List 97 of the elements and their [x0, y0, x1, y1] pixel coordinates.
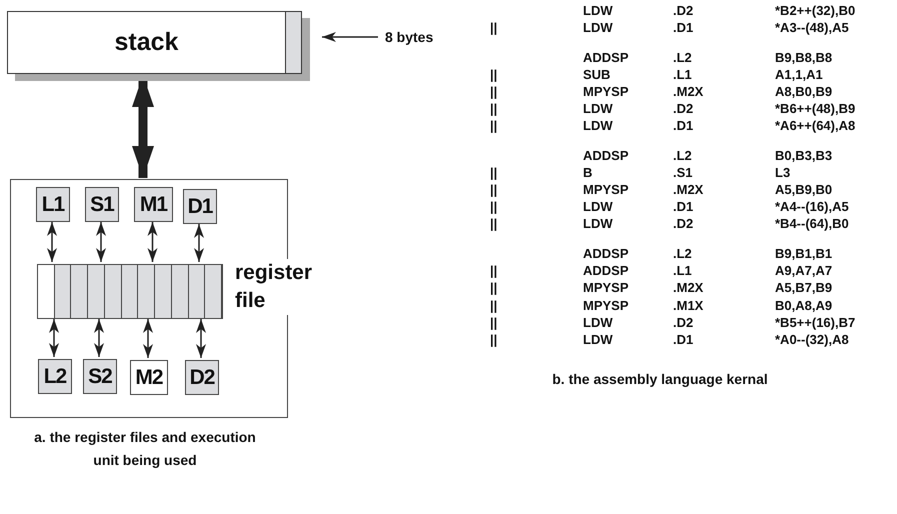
code-text: *B4--(64),B0 — [775, 216, 849, 232]
unit-label: L2 — [44, 364, 66, 388]
code-text: *A4--(16),A5 — [775, 199, 849, 215]
parallel-marker: || — [490, 332, 498, 348]
code-text: ADDSP — [583, 50, 629, 66]
functional-unit-box — [183, 189, 217, 224]
parallel-marker: || — [490, 165, 498, 181]
code-text: MPYSP — [583, 298, 629, 314]
code-text: B — [583, 165, 592, 181]
functional-unit-box — [130, 360, 168, 395]
code-text: .L1 — [673, 263, 692, 279]
code-text: .D2 — [673, 101, 694, 117]
parallel-marker: || — [490, 199, 498, 215]
unit-label: S2 — [88, 364, 112, 388]
code-text: LDW — [583, 118, 613, 134]
code-text: .L2 — [673, 148, 692, 164]
unit-label: M2 — [135, 366, 163, 390]
unit-label: D2 — [190, 366, 214, 390]
code-text: .D2 — [673, 216, 694, 232]
parallel-marker: || — [490, 67, 498, 83]
code-text: .L2 — [673, 50, 692, 66]
arrow — [47, 222, 57, 262]
code-text: MPYSP — [583, 280, 629, 296]
code-text: LDW — [583, 199, 613, 215]
parallel-marker: || — [490, 216, 498, 232]
code-text: B9,B1,B1 — [775, 246, 832, 262]
arrow — [148, 222, 158, 262]
code-text: .M2X — [673, 182, 704, 198]
code-text: .L2 — [673, 246, 692, 262]
functional-unit-box — [85, 187, 119, 222]
figure-caption: a. the register files and execution unit being used — [33, 428, 257, 470]
code-text: *A3--(48),A5 — [775, 20, 849, 36]
arrow — [49, 319, 59, 357]
arrow — [194, 224, 204, 262]
code-text: LDW — [583, 3, 613, 19]
arrow — [322, 32, 378, 42]
figure-caption: b. the assembly language kernal — [551, 370, 769, 389]
code-text: ADDSP — [583, 263, 629, 279]
arrow — [143, 319, 153, 358]
code-text: *B6++(48),B9 — [775, 101, 856, 117]
code-text: A9,A7,A7 — [775, 263, 832, 279]
parallel-marker: || — [490, 84, 498, 100]
code-text: *B2++(32),B0 — [775, 3, 856, 19]
code-text: .M2X — [673, 280, 704, 296]
functional-unit-box — [134, 187, 173, 222]
code-text: LDW — [583, 216, 613, 232]
code-text: .M2X — [673, 84, 704, 100]
code-text: MPYSP — [583, 182, 629, 198]
code-text: .D1 — [673, 199, 694, 215]
code-text: .S1 — [673, 165, 693, 181]
code-text: A1,1,A1 — [775, 67, 823, 83]
code-text: .M1X — [673, 298, 704, 314]
parallel-marker: || — [490, 101, 498, 117]
functional-unit-box — [36, 187, 70, 222]
unit-label: stack — [114, 28, 178, 57]
code-text: A5,B9,B0 — [775, 182, 832, 198]
code-text: SUB — [583, 67, 610, 83]
code-text: LDW — [583, 101, 613, 117]
code-text: B0,A8,A9 — [775, 298, 832, 314]
code-text: MPYSP — [583, 84, 629, 100]
parallel-marker: || — [490, 182, 498, 198]
code-text: LDW — [583, 20, 613, 36]
parallel-marker: || — [490, 315, 498, 331]
functional-unit-box — [83, 359, 117, 394]
code-text: B0,B3,B3 — [775, 148, 832, 164]
unit-label: L1 — [42, 192, 64, 216]
code-text: ADDSP — [583, 148, 629, 164]
unit-label: M1 — [140, 192, 168, 216]
code-text: *A6++(64),A8 — [775, 118, 856, 134]
parallel-marker: || — [490, 263, 498, 279]
functional-unit-box — [38, 359, 72, 394]
code-text: .D1 — [673, 118, 694, 134]
code-text: .D2 — [673, 3, 694, 19]
code-text: LDW — [583, 315, 613, 331]
code-text: L3 — [775, 165, 790, 181]
code-text: .D1 — [673, 20, 694, 36]
code-text: A5,B7,B9 — [775, 280, 832, 296]
arrow — [196, 319, 206, 358]
code-text: .L1 — [673, 67, 692, 83]
unit-label: D1 — [188, 194, 212, 218]
code-text: *A0--(32),A8 — [775, 332, 849, 348]
unit-label: S1 — [90, 192, 114, 216]
parallel-marker: || — [490, 118, 498, 134]
code-text: B9,B8,B8 — [775, 50, 832, 66]
functional-unit-box — [185, 360, 219, 395]
size-text: 8 bytes — [385, 29, 434, 45]
code-text: LDW — [583, 332, 613, 348]
arrow — [96, 222, 106, 262]
arrow — [94, 319, 104, 357]
code-text: ADDSP — [583, 246, 629, 262]
parallel-marker: || — [490, 298, 498, 314]
parallel-marker: || — [490, 280, 498, 296]
parallel-marker: || — [490, 20, 498, 36]
code-text: *B5++(16),B7 — [775, 315, 856, 331]
code-text: .D2 — [673, 315, 694, 331]
code-text: .D1 — [673, 332, 694, 348]
code-text: A8,B0,B9 — [775, 84, 832, 100]
